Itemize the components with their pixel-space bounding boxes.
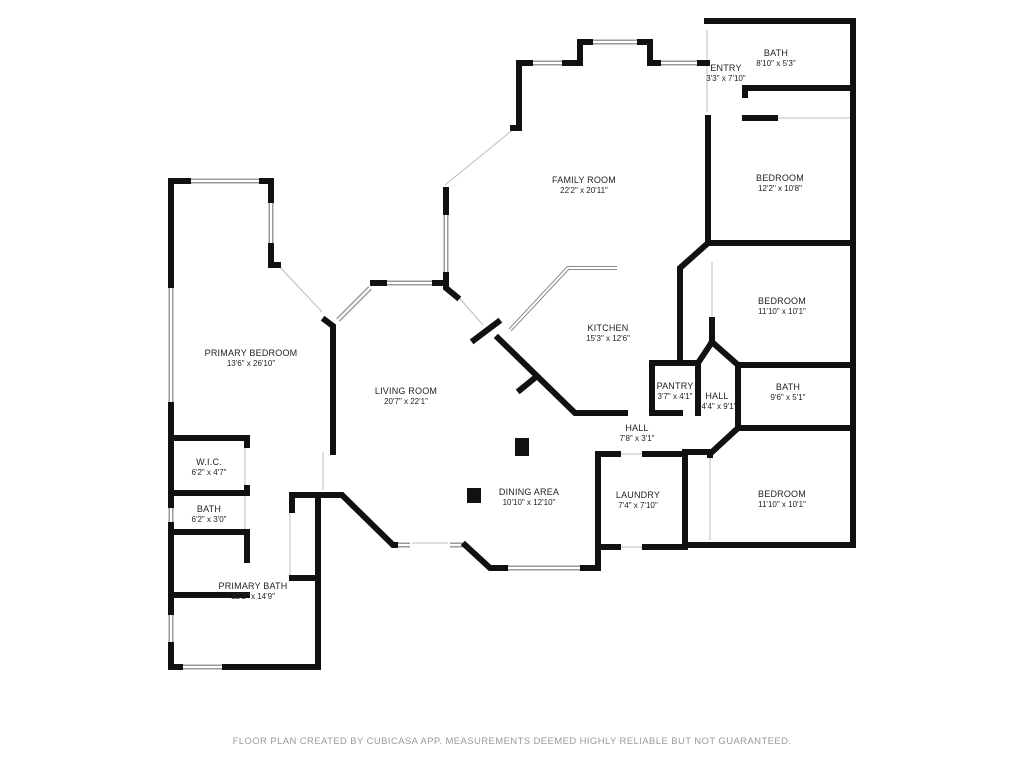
room-pantry-dim: 3'7" x 4'1" [658, 392, 693, 401]
room-laundry-name: LAUNDRY [616, 490, 660, 500]
room-living-room-dim: 20'7" x 22'1" [384, 397, 428, 406]
room-bedroom-1-name: BEDROOM [756, 173, 804, 183]
disclaimer-text: FLOOR PLAN CREATED BY CUBICASA APP. MEAS… [232, 736, 792, 747]
room-entry-name: ENTRY [710, 63, 741, 73]
room-entry-dim: 3'3" x 7'10" [706, 74, 746, 83]
room-wic-name: W.I.C. [196, 457, 222, 467]
room-pantry-name: PANTRY [657, 381, 694, 391]
room-bedroom-3-name: BEDROOM [758, 489, 806, 499]
room-living-room-name: LIVING ROOM [375, 386, 437, 396]
room-dining-area-dim: 10'10" x 12'10" [503, 498, 556, 507]
room-bedroom-2-name: BEDROOM [758, 296, 806, 306]
room-bath-top-dim: 8'10" x 5'3" [756, 59, 796, 68]
room-bath-top-name: BATH [764, 48, 788, 58]
room-family-room-name: FAMILY ROOM [552, 175, 616, 185]
room-hall-center-dim: 7'8" x 3'1" [620, 434, 655, 443]
room-wic-dim: 6'2" x 4'7" [192, 468, 227, 477]
columns [467, 438, 529, 503]
column-block [467, 488, 481, 503]
room-primary-bedroom-name: PRIMARY BEDROOM [205, 348, 298, 358]
room-bath-primary-small-dim: 6'2" x 3'0" [192, 515, 227, 524]
room-family-room-dim: 22'2" x 20'11" [560, 186, 608, 195]
room-primary-bath-dim: 12'2" x 14'9" [231, 592, 275, 601]
room-dining-area-name: DINING AREA [499, 487, 559, 497]
room-hall-center-name: HALL [625, 423, 648, 433]
room-kitchen-name: KITCHEN [588, 323, 629, 333]
kitchen-counter [508, 266, 617, 332]
room-hall-right-name: HALL [705, 391, 728, 401]
room-bath-primary-small-name: BATH [197, 504, 221, 514]
room-laundry-dim: 7'4" x 7'10" [618, 501, 658, 510]
room-bedroom-1-dim: 12'2" x 10'8" [758, 184, 802, 193]
room-bedroom-3-dim: 11'10" x 10'1" [758, 500, 806, 509]
room-bath-mid-dim: 9'6" x 5'1" [771, 393, 806, 402]
room-labels: ENTRY 3'3" x 7'10" BATH 8'10" x 5'3" FAM… [192, 48, 807, 601]
room-primary-bedroom-dim: 13'6" x 26'10" [227, 359, 275, 368]
room-kitchen-dim: 15'3" x 12'6" [586, 334, 630, 343]
walls [168, 18, 856, 670]
openings [244, 30, 850, 575]
room-bath-mid-name: BATH [776, 382, 800, 392]
room-bedroom-2-dim: 11'10" x 10'1" [758, 307, 806, 316]
room-primary-bath-name: PRIMARY BATH [219, 581, 288, 591]
room-hall-right-dim: 4'4" x 9'1" [702, 402, 737, 411]
column-block [515, 438, 529, 456]
